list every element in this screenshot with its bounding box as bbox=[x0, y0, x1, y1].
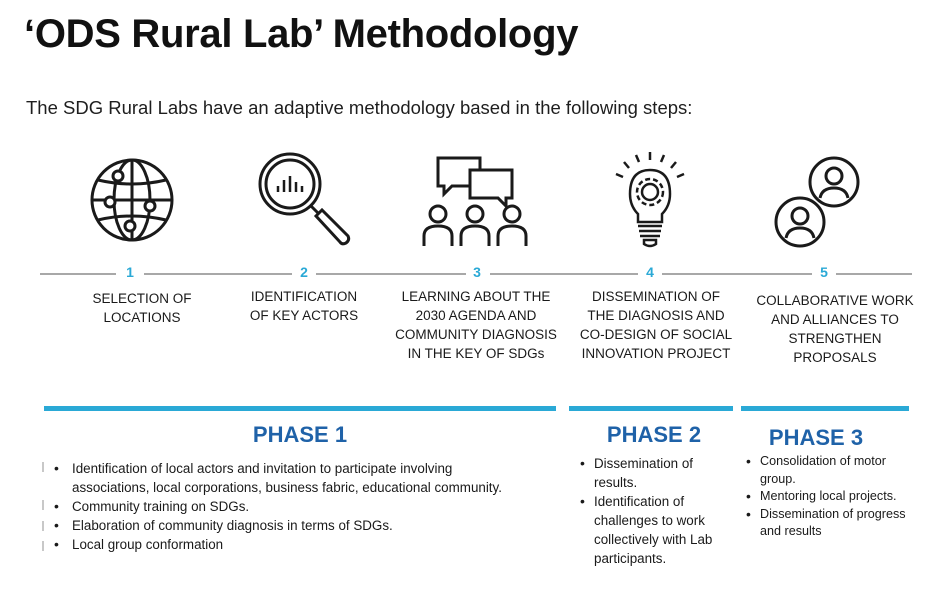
margin-tick bbox=[42, 500, 44, 510]
margin-tick bbox=[42, 462, 44, 472]
list-item: Identification of local actors and invit… bbox=[50, 459, 520, 497]
step-label-5: COLLABORATIVE WORK AND ALLIANCES TO STRE… bbox=[756, 293, 914, 365]
lightbulb-gear-icon bbox=[606, 150, 694, 250]
list-item: Community training on SDGs. bbox=[50, 497, 520, 516]
phase-2-bar bbox=[569, 406, 733, 411]
step-number-2: 2 bbox=[300, 264, 308, 280]
list-item: Dissemination of progress and results bbox=[742, 506, 912, 541]
globe-icon bbox=[84, 152, 180, 248]
step-number-4: 4 bbox=[646, 264, 654, 280]
list-item: Local group conformation bbox=[50, 535, 520, 554]
page-title: ‘ODS Rural Lab’ Methodology bbox=[24, 12, 579, 56]
margin-tick bbox=[42, 541, 44, 551]
list-item: Mentoring local projects. bbox=[742, 488, 912, 506]
magnifier-chart-icon bbox=[252, 148, 356, 248]
timeline-line bbox=[40, 273, 912, 275]
phase-2-title: PHASE 2 bbox=[606, 422, 702, 447]
step-label-1: SELECTION OF LOCATIONS bbox=[92, 291, 192, 325]
group-discussion-icon bbox=[414, 152, 536, 248]
phase-2-list: Dissemination of results. Identification… bbox=[576, 454, 736, 568]
phase-1-list: Identification of local actors and invit… bbox=[50, 459, 520, 554]
list-item: Consolidation of motor group. bbox=[742, 453, 912, 488]
phase-3-list: Consolidation of motor group. Mentoring … bbox=[742, 453, 912, 541]
phase-3-bar bbox=[741, 406, 909, 411]
phase-1-title: PHASE 1 bbox=[252, 422, 348, 447]
step-label-4: DISSEMINATION OF THE DIAGNOSIS AND CO-DE… bbox=[579, 289, 733, 361]
step-label-3: LEARNING ABOUT THE 2030 AGENDA AND COMMU… bbox=[395, 289, 557, 361]
step-number-3: 3 bbox=[473, 264, 481, 280]
list-item: Identification of challenges to work col… bbox=[576, 492, 736, 568]
list-item: Elaboration of community diagnosis in te… bbox=[50, 516, 520, 535]
phase-3-title: PHASE 3 bbox=[768, 425, 864, 450]
phase-1-bar bbox=[44, 406, 556, 411]
step-number-5: 5 bbox=[820, 264, 828, 280]
step-number-1: 1 bbox=[126, 264, 134, 280]
two-users-icon bbox=[770, 152, 870, 252]
margin-tick bbox=[42, 521, 44, 531]
list-item: Dissemination of results. bbox=[576, 454, 736, 492]
step-label-2: IDENTIFICATION OF KEY ACTORS bbox=[249, 289, 359, 323]
page-subtitle: The SDG Rural Labs have an adaptive meth… bbox=[26, 97, 693, 118]
